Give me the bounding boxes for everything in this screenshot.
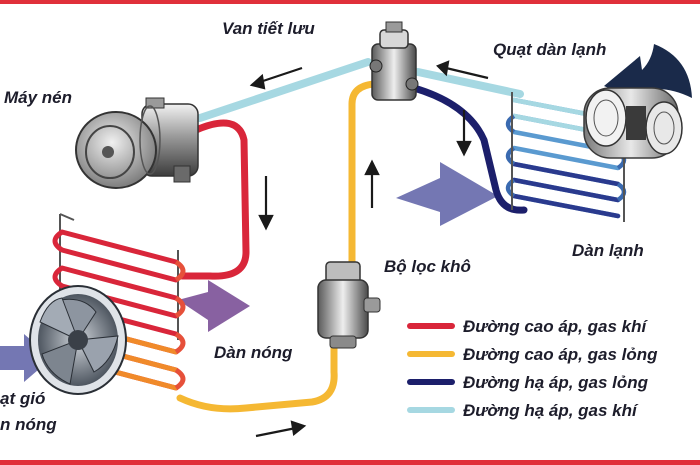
legend-label: Đường hạ áp, gas khí [463, 400, 637, 420]
label-expansion-valve: Van tiết lưu [222, 19, 315, 38]
legend-swatch-low-liquid [407, 379, 455, 385]
legend-item: Đường hạ áp, gas lỏng [407, 368, 658, 396]
label-condenser-fan-line1: ạt gió [0, 389, 46, 408]
expansion-valve [369, 21, 419, 101]
pipe-high-gas-discharge [178, 119, 250, 280]
legend: Đường cao áp, gas khí Đường cao áp, gas … [407, 312, 658, 424]
label-filter-drier: Bộ lọc khô [384, 257, 471, 276]
pipe-low-gas-evaporator-out [414, 68, 524, 98]
legend-item: Đường hạ áp, gas khí [407, 396, 658, 424]
legend-label: Đường cao áp, gas lỏng [463, 344, 658, 364]
flow-arrow-evaporator-out [445, 66, 489, 80]
label-condenser-fan-line2: n nóng [0, 415, 57, 434]
flow-arrowhead-low-liquid [456, 140, 472, 157]
flow-arrowhead-liquid-bottom [290, 420, 307, 437]
legend-swatch-high-gas [407, 323, 455, 329]
pipe-high-liquid-to-valve [348, 80, 378, 266]
evaporator-coil [505, 92, 627, 222]
flow-arrowhead-evaporator-out [436, 60, 450, 77]
legend-item: Đường cao áp, gas lỏng [407, 340, 658, 368]
flow-arrowhead-suction [249, 73, 266, 90]
condenser-airflow-arrow [178, 280, 250, 332]
flow-arrow-liquid-bottom [255, 426, 297, 438]
legend-swatch-low-gas [407, 407, 455, 413]
filter-drier [317, 261, 381, 349]
flow-arrowhead-discharge [258, 214, 274, 231]
evaporator-airflow-arrow [396, 162, 498, 226]
condenser-fan [29, 285, 127, 395]
legend-label: Đường hạ áp, gas lỏng [463, 372, 649, 392]
legend-item: Đường cao áp, gas khí [407, 312, 658, 340]
label-compressor: Máy nén [4, 88, 73, 107]
pipe-high-liquid-to-filter [176, 340, 338, 413]
label-evaporator-fan: Quạt dàn lạnh [493, 40, 607, 59]
flow-arrows [249, 60, 489, 438]
pipe-low-gas-suction [196, 58, 372, 122]
label-evaporator: Dàn lạnh [572, 241, 644, 260]
label-condenser: Dàn nóng [214, 343, 293, 362]
legend-label: Đường cao áp, gas khí [463, 316, 647, 336]
top-border [0, 0, 700, 4]
condenser-fan-airflow-arrow [0, 334, 52, 382]
pipe-low-liquid-to-evaporator [410, 84, 528, 214]
legend-swatch-high-liquid [407, 351, 455, 357]
flow-arrowhead-liquid-up [364, 159, 380, 176]
evaporator-blower-fan [583, 87, 683, 159]
flow-arrow-suction [259, 66, 303, 84]
compressor [75, 97, 199, 189]
bottom-border [0, 460, 700, 465]
